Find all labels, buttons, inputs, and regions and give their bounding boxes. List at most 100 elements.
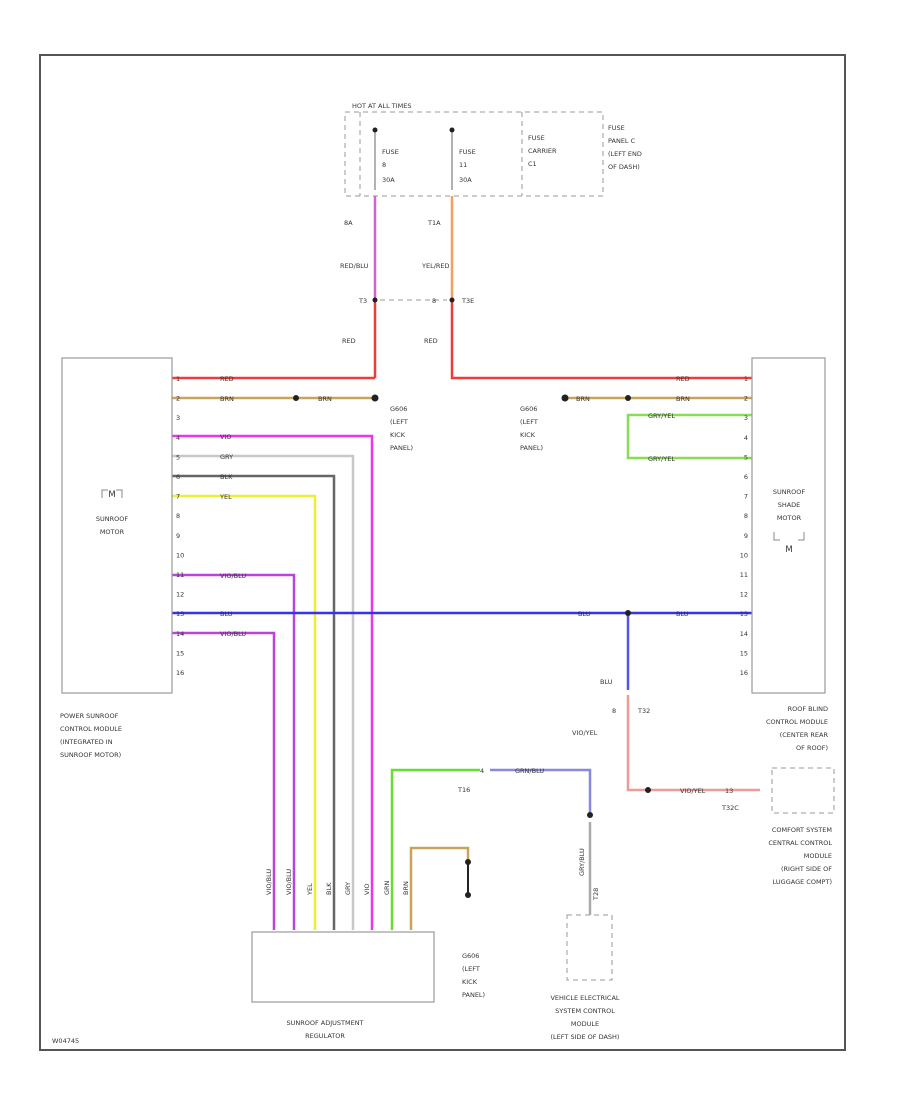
blind-module-label-3: (CENTER REAR: [780, 731, 829, 739]
label-vio: VIO: [220, 433, 231, 441]
label-red-sunroof: RED: [220, 375, 234, 383]
wire-gry-yel-loop: [626, 413, 752, 460]
comfort-label-4: (RIGHT SIDE OF: [781, 865, 832, 873]
vescm-outline: [566, 914, 613, 981]
label-gry-blu-vert: GRY/BLU: [578, 848, 586, 876]
g1-line-4: PANEL): [390, 444, 413, 452]
t32-label: T32: [637, 707, 650, 715]
fuse-b-name: FUSE: [459, 148, 476, 156]
wire-gry: [172, 454, 355, 930]
sunroof-pin-13: 13: [176, 610, 184, 618]
label-vio-blu-b: VIO/BLU: [220, 630, 246, 638]
fuse-carrier-line-3: C1: [528, 160, 537, 168]
blind-pin-10: 10: [740, 551, 748, 559]
sunroof-motor-bracket: [101, 489, 123, 498]
diagram-id: W04745: [52, 1037, 79, 1045]
comfort-system-central-control-module: COMFORT SYSTEM CENTRAL CONTROL MODULE (R…: [768, 767, 835, 886]
fuse-carrier-line-1: FUSE: [528, 134, 545, 142]
regulator-wire-label-5: GRY: [344, 882, 352, 895]
label-brn-blind: BRN: [576, 395, 590, 403]
fuse-panel: HOT AT ALL TIMES FUSE 8 30A FUSE 11 30A …: [344, 102, 642, 197]
splice-brn-sunroof: [293, 395, 299, 401]
label-brn-sunroof-2: BRN: [318, 395, 332, 403]
fuse-a-rating: 30A: [382, 176, 395, 184]
t16-pin-label: 4: [480, 767, 484, 775]
fuse-location-line-3: (LEFT END: [608, 150, 642, 158]
vescm-label-4: (LEFT SIDE OF DASH): [551, 1033, 620, 1041]
comfort-label-3: MODULE: [804, 852, 832, 860]
wire-vio-yel: [626, 695, 760, 792]
label-yel: YEL: [219, 493, 232, 501]
blind-module-label-4: OF ROOF): [796, 744, 828, 752]
vescm-label-3: MODULE: [571, 1020, 599, 1028]
label-brn-blind-2: BRN: [676, 395, 690, 403]
blind-pin-7: 7: [744, 493, 748, 501]
blind-pin-15: 15: [740, 649, 748, 657]
sunroof-module-label-4: SUNROOF MOTOR): [60, 751, 121, 759]
wire-vio-blu-a: [172, 573, 296, 930]
regulator-wire-label-4: BLK: [325, 882, 333, 895]
sunroof-pin-6: 6: [176, 473, 180, 481]
fuse-location-line-2: PANEL C: [608, 137, 636, 145]
roof-blind-control-module: SUNROOF SHADE MOTOR M 123456789101112131…: [740, 357, 829, 752]
sunroof-module-label-2: CONTROL MODULE: [60, 725, 122, 733]
blind-pin-2: 2: [744, 395, 748, 403]
ground-g606-left: G606 (LEFT KICK PANEL): [390, 405, 413, 452]
label-gry-yel-b: GRY/YEL: [648, 455, 675, 463]
sunroof-pin-15: 15: [176, 649, 184, 657]
blind-pin-1: 1: [744, 375, 748, 383]
label-blk: BLK: [220, 473, 233, 481]
sunroof-motor-label-2: MOTOR: [100, 528, 125, 536]
label-grn-blu: GRN/BLU: [515, 767, 544, 775]
sunroof-pin-8: 8: [176, 512, 180, 520]
blind-pin-4: 4: [744, 434, 748, 442]
blind-pin-11: 11: [740, 571, 748, 579]
t28-label: T28: [592, 888, 600, 901]
vescm-label-2: SYSTEM CONTROL: [555, 1007, 615, 1015]
wire-vio-blu-b: [172, 631, 276, 930]
right-conn-label: T3E: [461, 297, 474, 305]
regulator-wire-label-7: GRN: [383, 880, 391, 895]
sunroof-pin-12: 12: [176, 591, 184, 599]
wire-vio: [172, 434, 374, 930]
regulator-wire-label-2: VIO/BLU: [285, 869, 293, 895]
fuse-location-line-1: FUSE: [608, 124, 625, 132]
ground-dot-2: [561, 394, 569, 402]
sunroof-motor-label-1: SUNROOF: [96, 515, 128, 523]
fuse-panel-outline: [344, 111, 604, 197]
sunroof-pin-9: 9: [176, 532, 180, 540]
sunroof-pin-10: 10: [176, 551, 184, 559]
t3-pin-label: 8: [432, 297, 436, 305]
label-brn-sunroof: BRN: [220, 395, 234, 403]
sunroof-pin-7: 7: [176, 493, 180, 501]
shade-motor-label-3: MOTOR: [777, 514, 802, 522]
wire-grn: [390, 768, 480, 930]
left-lower-color: RED: [342, 337, 356, 345]
t32c-label: T32C: [721, 804, 739, 812]
splice-brn-blind: [625, 395, 631, 401]
regulator-wire-label-8: BRN: [402, 881, 410, 895]
t32-pin-label: 8: [612, 707, 616, 715]
fuse-a-wire-label: 8A: [344, 219, 353, 227]
comfort-label-1: COMFORT SYSTEM: [772, 826, 832, 834]
blind-pin-8: 8: [744, 512, 748, 520]
wire-yel: [172, 494, 317, 930]
vehicle-electrical-system-control-module: VEHICLE ELECTRICAL SYSTEM CONTROL MODULE…: [550, 914, 620, 1041]
blind-pin-12: 12: [740, 591, 748, 599]
regulator-box: [251, 931, 435, 1003]
t32c-pin-label: 13: [725, 787, 733, 795]
label-gry-yel-a: GRY/YEL: [648, 412, 675, 420]
g3-line-3: KICK: [462, 978, 478, 986]
wire-brn-regulator: [409, 846, 470, 930]
left-conn-label: T3: [358, 297, 367, 305]
label-blu-vert: BLU: [600, 678, 613, 686]
label-vio-blu-a: VIO/BLU: [220, 572, 246, 580]
g1-line-3: KICK: [390, 431, 406, 439]
splice-blu: [625, 610, 631, 616]
left-upper-color: RED/BLU: [340, 262, 369, 270]
sunroof-pin-3: 3: [176, 414, 180, 422]
label-blu: BLU: [220, 610, 233, 618]
blind-pin-13: 13: [740, 610, 748, 618]
